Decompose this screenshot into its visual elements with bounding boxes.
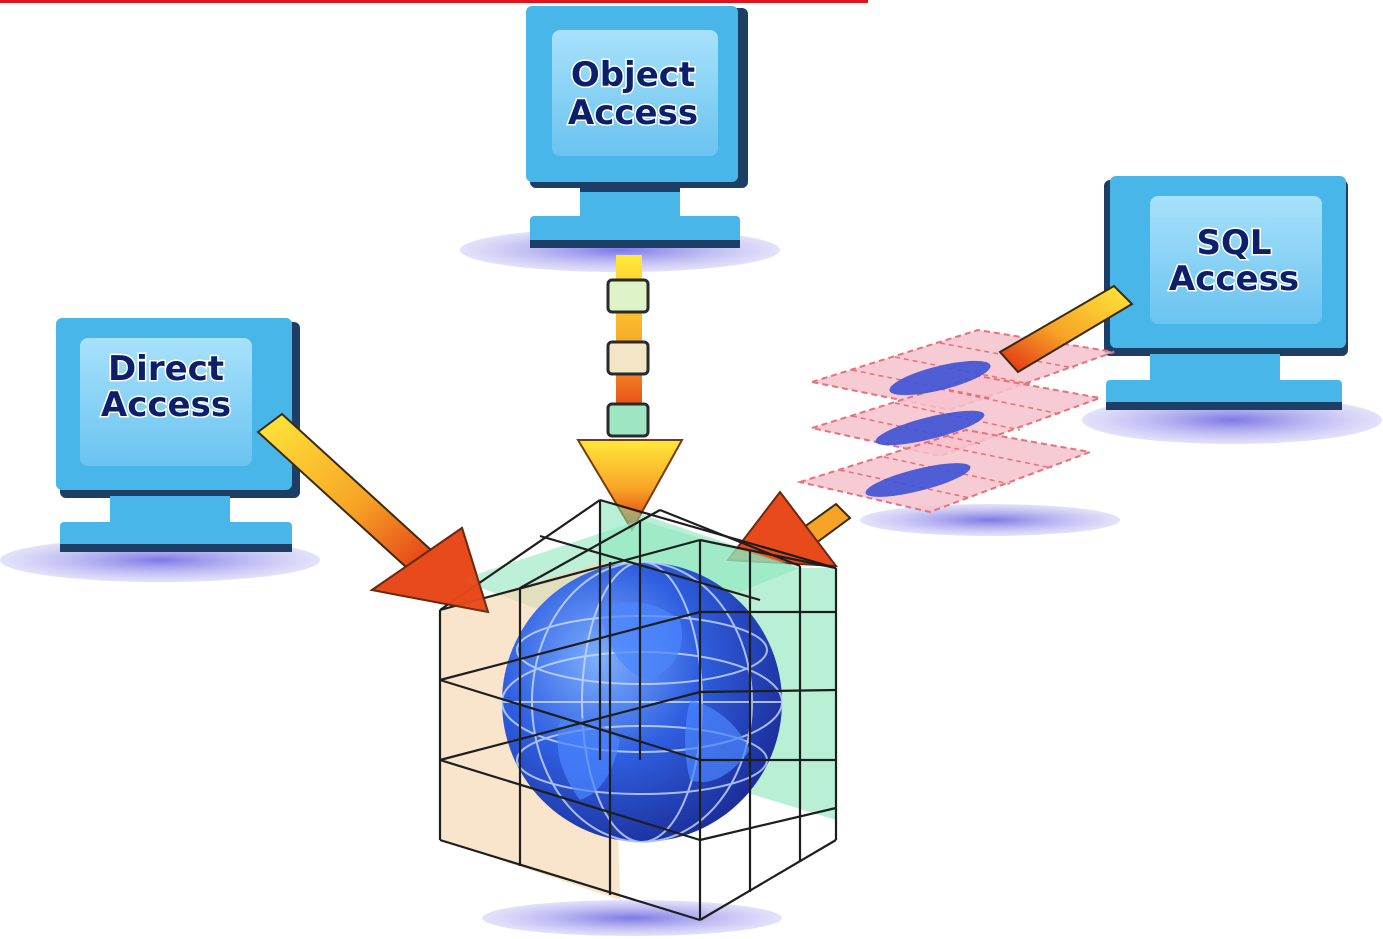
monitor-direct-line1: Direct	[108, 349, 224, 389]
cube-shadow	[482, 900, 782, 936]
monitor-screen	[80, 338, 252, 466]
monitor-sql-line2: Access	[1169, 259, 1299, 299]
monitor-object-line1: Object	[571, 55, 695, 95]
object-arrow-head	[576, 439, 684, 532]
table-stack-icon	[796, 328, 1120, 536]
monitor-direct-line2: Access	[101, 385, 231, 425]
monitor-object-access: Object Access	[460, 6, 780, 272]
monitor-screen	[552, 30, 718, 156]
monitor-sql-access: SQL Access	[1082, 176, 1382, 444]
monitor-sql-line1: SQL	[1196, 223, 1271, 263]
sql-connector-arrow	[998, 284, 1134, 374]
direct-arrow-head	[369, 526, 490, 614]
top-accent-line	[0, 0, 868, 3]
cube-grid	[438, 498, 838, 922]
monitor-screen	[1150, 196, 1322, 324]
monitor-object-line2: Access	[568, 93, 698, 133]
globe-icon	[501, 561, 783, 843]
monitor-direct-access: Direct Access	[0, 318, 320, 582]
object-chain-icon	[606, 255, 650, 438]
